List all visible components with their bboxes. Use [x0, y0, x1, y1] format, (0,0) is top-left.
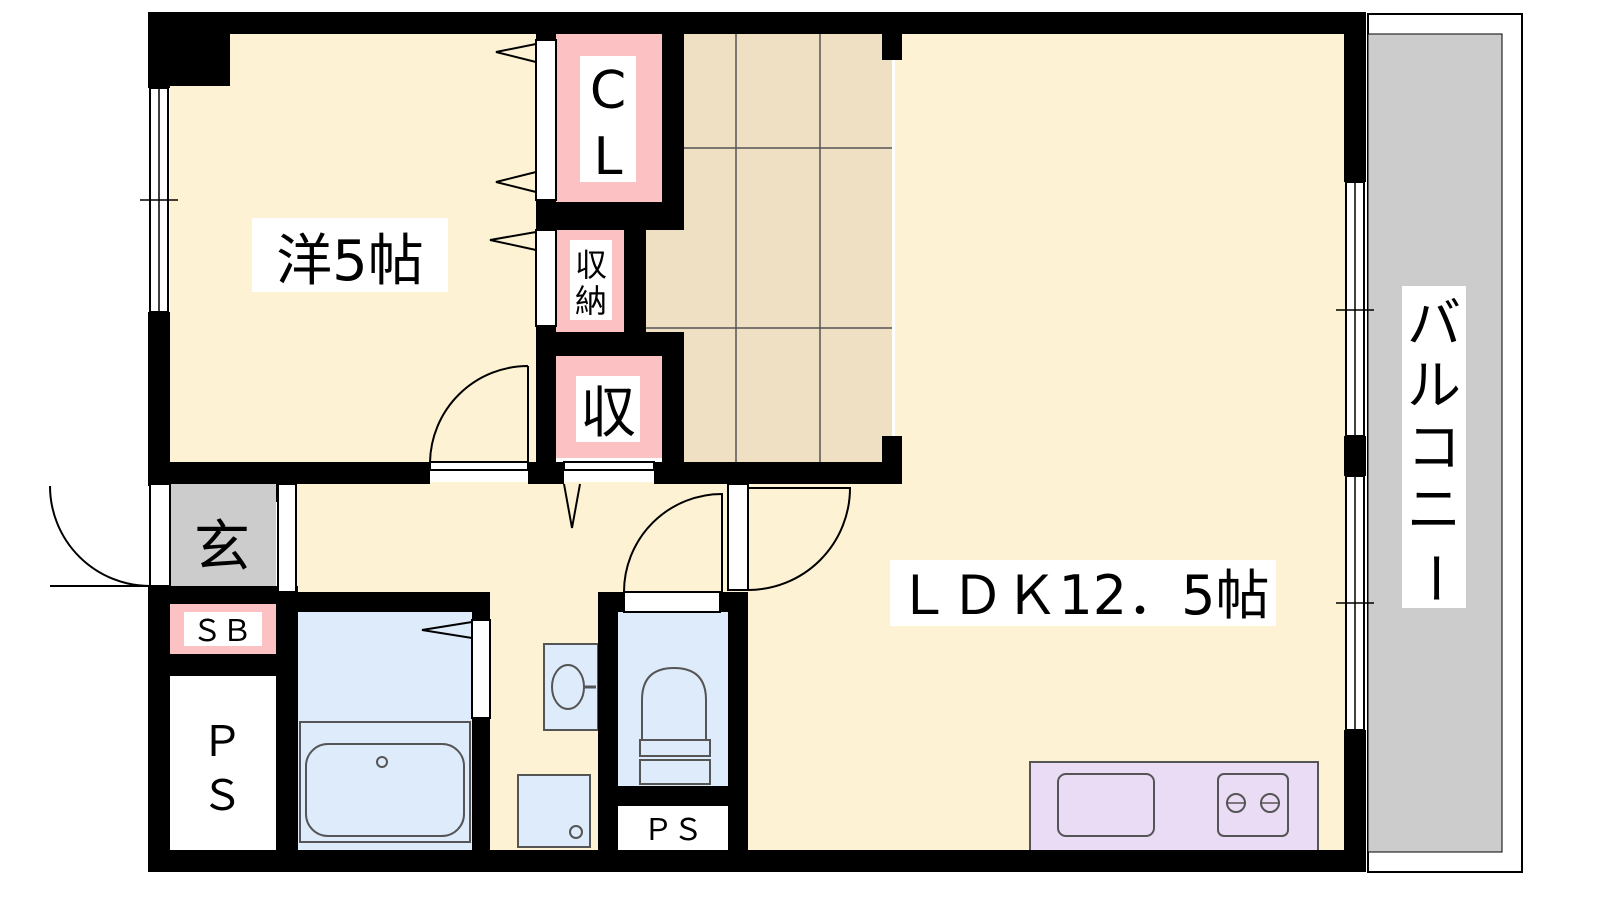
- pipe-space-left-label-s: Ｓ: [201, 771, 243, 820]
- entrance-floor: [170, 484, 276, 602]
- ldk-floor-lower: [740, 482, 900, 852]
- pipe-space-bottom-fill: [618, 806, 728, 852]
- pipe-space-left-label-p: Ｐ: [201, 717, 243, 766]
- storage-label: 収: [580, 381, 636, 446]
- ldk-floor: [895, 34, 1350, 852]
- washing-machine-drain-icon: [569, 825, 583, 839]
- pipe-space-left-fill: [170, 676, 276, 852]
- stair-treads: [646, 34, 892, 464]
- shoe-box-label: ＳＢ: [192, 614, 252, 649]
- balcony-label-5: ー: [1403, 551, 1466, 605]
- toilet-bowl-icon: [641, 666, 707, 741]
- stairs-area: [682, 34, 892, 464]
- stairs-area-mid: [646, 222, 686, 332]
- corridor-floor: [295, 482, 740, 597]
- toilet-seat: [639, 739, 711, 757]
- balcony-label-4: ニ: [1407, 478, 1461, 541]
- pipe-space-bottom-label: ＰＳ: [643, 813, 703, 848]
- bathtub-basin: [305, 743, 465, 837]
- bathtub: [299, 721, 471, 843]
- stove: [1217, 773, 1289, 837]
- kitchen-sink: [1057, 773, 1155, 837]
- doors: [49, 39, 852, 719]
- entrance-label: 玄: [194, 515, 250, 580]
- closet-label-c: C: [590, 61, 626, 121]
- washing-machine: [517, 774, 591, 848]
- toilet-tank: [639, 759, 711, 785]
- ldk-label: ＬＤＫ12．5帖: [896, 564, 1269, 627]
- western-room-label: 洋5帖: [276, 229, 424, 294]
- storage-small-label-2: 納: [575, 282, 607, 320]
- storage-small-label-1: 収: [575, 246, 607, 284]
- balcony-label-1: バ: [1407, 292, 1461, 355]
- balcony-label-3: コ: [1407, 416, 1461, 479]
- walls: [148, 12, 1366, 872]
- bathtub-drain-icon: [376, 756, 388, 768]
- balcony-label-2: ル: [1407, 354, 1461, 417]
- closet-label-l: L: [594, 127, 623, 187]
